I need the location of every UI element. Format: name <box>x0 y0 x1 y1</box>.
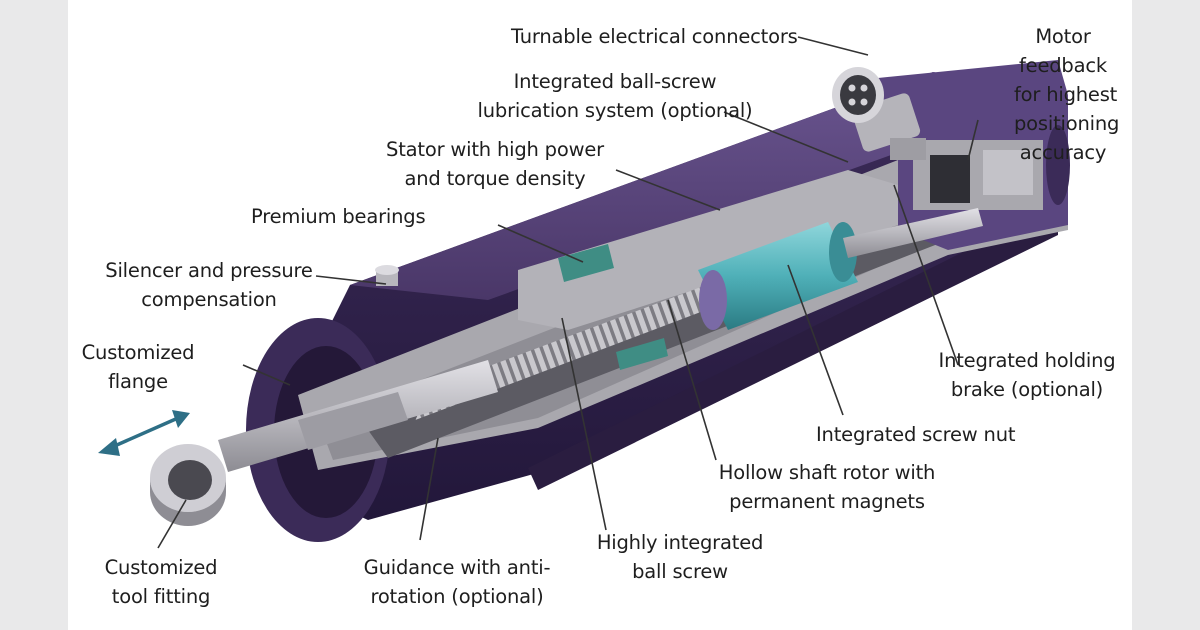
label-ball-screw: Highly integrated ball screw <box>596 531 764 583</box>
label-guidance: Guidance with anti- rotation (optional) <box>363 556 551 608</box>
pressure-compensation-valve <box>375 265 399 286</box>
label-silencer: Silencer and pressure compensation <box>105 259 313 311</box>
motion-arrow-icon <box>98 410 190 456</box>
motor-shaft <box>843 208 983 258</box>
piston-rod <box>218 360 498 472</box>
holding-brake <box>930 155 970 203</box>
label-turnable-electrical-connectors: Turnable electrical connectors <box>511 25 798 48</box>
electrical-connector <box>832 67 926 160</box>
diagram-canvas: Turnable electrical connectors Motor fee… <box>68 0 1132 630</box>
tool-fitting <box>150 444 226 526</box>
label-premium-bearings: Premium bearings <box>251 205 426 228</box>
motor-feedback-sensor <box>983 150 1033 195</box>
label-motor-feedback: Motor feedback for highest positioning a… <box>1014 25 1120 164</box>
actuator-cutaway-illustration <box>98 36 1070 549</box>
label-stator: Stator with high power and torque densit… <box>386 138 604 190</box>
label-tool-fitting: Customized tool fitting <box>104 556 218 608</box>
label-lubrication-system: Integrated ball-screw lubrication system… <box>477 70 753 122</box>
label-screw-nut: Integrated screw nut <box>816 423 1016 446</box>
label-rotor: Hollow shaft rotor with permanent magnet… <box>718 461 936 513</box>
stator <box>518 170 898 330</box>
bearings <box>558 244 668 370</box>
label-holding-brake: Integrated holding brake (optional) <box>938 349 1116 401</box>
label-customized-flange: Customized flange <box>81 341 195 393</box>
leader-lines <box>157 36 979 549</box>
motor-block <box>878 60 1070 250</box>
